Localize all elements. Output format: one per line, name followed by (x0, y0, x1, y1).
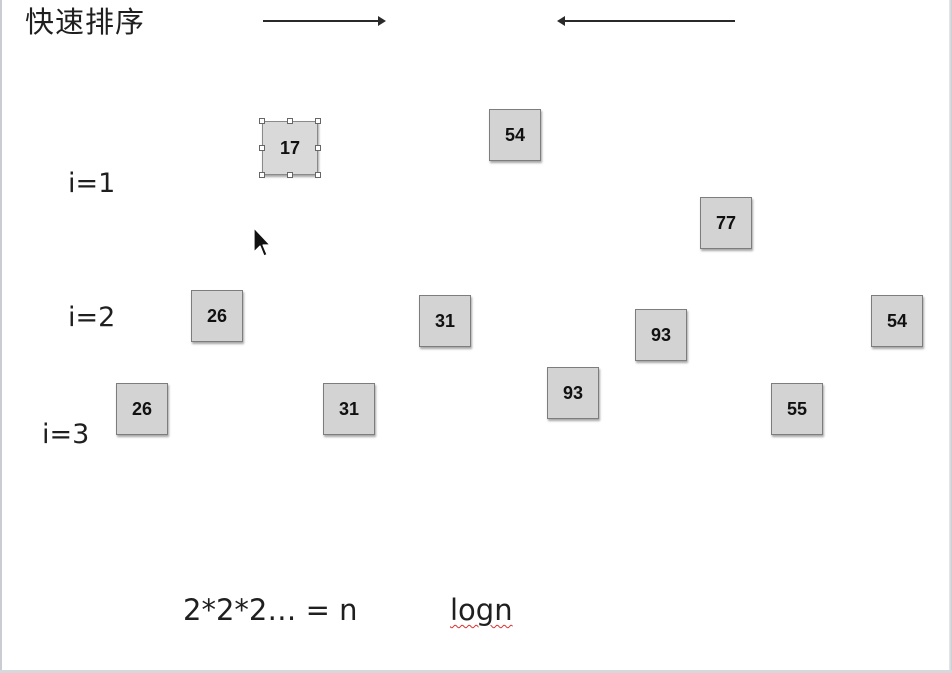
right-edge-divider (949, 0, 952, 673)
right-arrow-icon[interactable] (263, 16, 386, 26)
value-box-31[interactable]: 31 (419, 295, 471, 347)
value-box-label: 17 (279, 137, 301, 158)
value-box-17-selected[interactable]: 17 (259, 118, 321, 178)
resize-handle-left[interactable] (259, 145, 265, 151)
resize-handle-bottom-left[interactable] (259, 172, 265, 178)
row-label-i1[interactable]: i=1 (68, 168, 116, 199)
resize-handle-bottom-right[interactable] (315, 172, 321, 178)
value-box-31[interactable]: 31 (323, 383, 375, 435)
bottom-edge-divider (0, 670, 952, 673)
value-box-77[interactable]: 77 (700, 197, 752, 249)
left-arrow-icon[interactable] (557, 16, 735, 26)
resize-handle-top-right[interactable] (315, 118, 321, 124)
left-edge-divider (0, 0, 2, 673)
mouse-pointer-icon (253, 227, 271, 257)
resize-handle-top-left[interactable] (259, 118, 265, 124)
slide-title[interactable]: 快速排序 (25, 5, 146, 39)
spellcheck-underlined-word: logn (450, 593, 513, 627)
value-box-26[interactable]: 26 (191, 290, 243, 342)
value-box-93[interactable]: 93 (547, 367, 599, 419)
value-box-93[interactable]: 93 (635, 309, 687, 361)
complexity-text[interactable]: logn (450, 592, 513, 628)
resize-handle-top[interactable] (287, 118, 293, 124)
value-box-54[interactable]: 54 (871, 295, 923, 347)
resize-handle-bottom[interactable] (287, 172, 293, 178)
row-label-i2[interactable]: i=2 (68, 302, 116, 333)
value-box-54[interactable]: 54 (489, 109, 541, 161)
formula-text[interactable]: 2*2*2… = n (183, 593, 358, 627)
resize-handle-right[interactable] (315, 145, 321, 151)
value-box-55[interactable]: 55 (771, 383, 823, 435)
value-box-26[interactable]: 26 (116, 383, 168, 435)
row-label-i3[interactable]: i=3 (42, 419, 90, 450)
